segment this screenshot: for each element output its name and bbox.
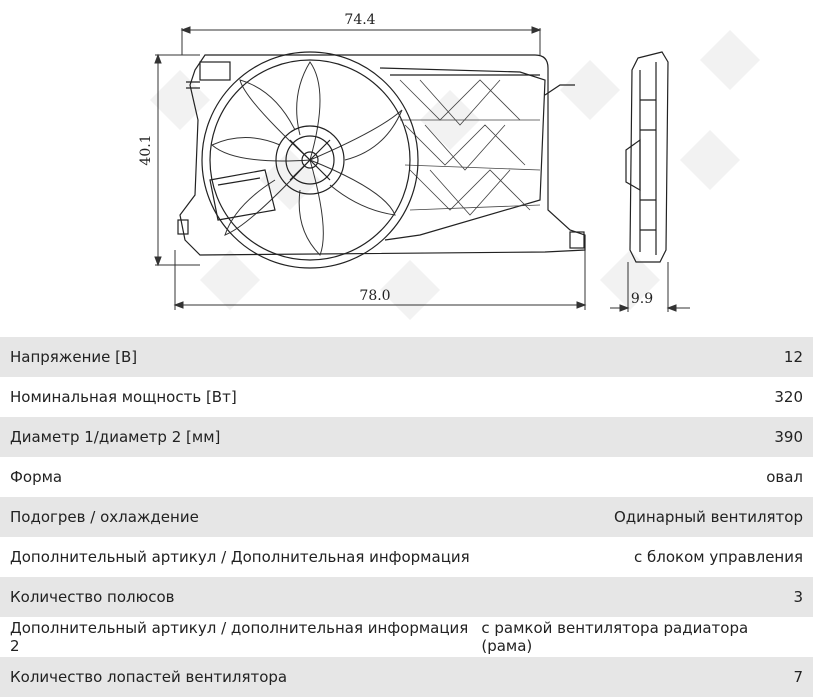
spec-value: 3: [793, 588, 803, 606]
fan-frame: [177, 54, 586, 256]
spec-row-diameter: Диаметр 1/диаметр 2 [мм] 390: [0, 417, 813, 457]
spec-value: с рамкой вентилятора радиатора (рама): [481, 619, 749, 655]
spec-value: 390: [774, 428, 803, 446]
fan-side-view: [625, 51, 669, 263]
dimension-height-left: 40.1: [138, 134, 154, 165]
spec-row-additional-info-2: Дополнительный артикул / дополнительная …: [0, 617, 813, 657]
control-box: [209, 169, 276, 221]
spec-row-heating-cooling: Подогрев / охлаждение Одинарный вентилят…: [0, 497, 813, 537]
dimension-width-top: 74.4: [344, 12, 375, 28]
frame-lattice: [399, 79, 541, 216]
spec-row-additional-info: Дополнительный артикул / Дополнительная …: [0, 537, 813, 577]
fan-hub: [275, 125, 345, 195]
spec-label: Форма: [10, 468, 63, 486]
dimension-width-bottom: 78.0: [359, 288, 390, 304]
dimension-side: [610, 262, 690, 312]
spec-label: Номинальная мощность [Вт]: [10, 388, 237, 406]
dimension-bottom: [173, 250, 587, 310]
spec-label: Диаметр 1/диаметр 2 [мм]: [10, 428, 221, 446]
spec-label: Количество лопастей вентилятора: [10, 668, 288, 686]
spec-row-shape: Форма овал: [0, 457, 813, 497]
spec-row-power: Номинальная мощность [Вт] 320: [0, 377, 813, 417]
spec-row-blade-count: Количество лопастей вентилятора 7: [0, 657, 813, 697]
dimension-left: [154, 53, 200, 267]
fan-blades: [211, 61, 403, 256]
technical-drawing: 74.4 40.1 78.0 9.9: [0, 0, 813, 337]
spec-label: Подогрев / охлаждение: [10, 508, 199, 526]
spec-label: Напряжение [В]: [10, 348, 138, 366]
fan-drawing-svg: 74.4 40.1 78.0 9.9: [138, 12, 760, 320]
spec-value: 320: [774, 388, 803, 406]
spec-label: Дополнительный артикул / дополнительная …: [10, 619, 469, 655]
dimension-depth-side: 9.9: [631, 291, 653, 307]
spec-label: Количество полюсов: [10, 588, 175, 606]
specifications-table: Напряжение [В] 12 Номинальная мощность […: [0, 337, 813, 697]
spec-row-poles: Количество полюсов 3: [0, 577, 813, 617]
spec-value: 12: [783, 348, 803, 366]
spec-value: Одинарный вентилятор: [613, 508, 803, 526]
spec-value: с блоком управления: [634, 548, 803, 566]
spec-row-voltage: Напряжение [В] 12: [0, 337, 813, 377]
spec-value: 7: [793, 668, 803, 686]
spec-value: овал: [766, 468, 803, 486]
spec-label: Дополнительный артикул / Дополнительная …: [10, 548, 470, 566]
dimension-top: [180, 26, 542, 55]
fan-shroud: [201, 51, 419, 269]
